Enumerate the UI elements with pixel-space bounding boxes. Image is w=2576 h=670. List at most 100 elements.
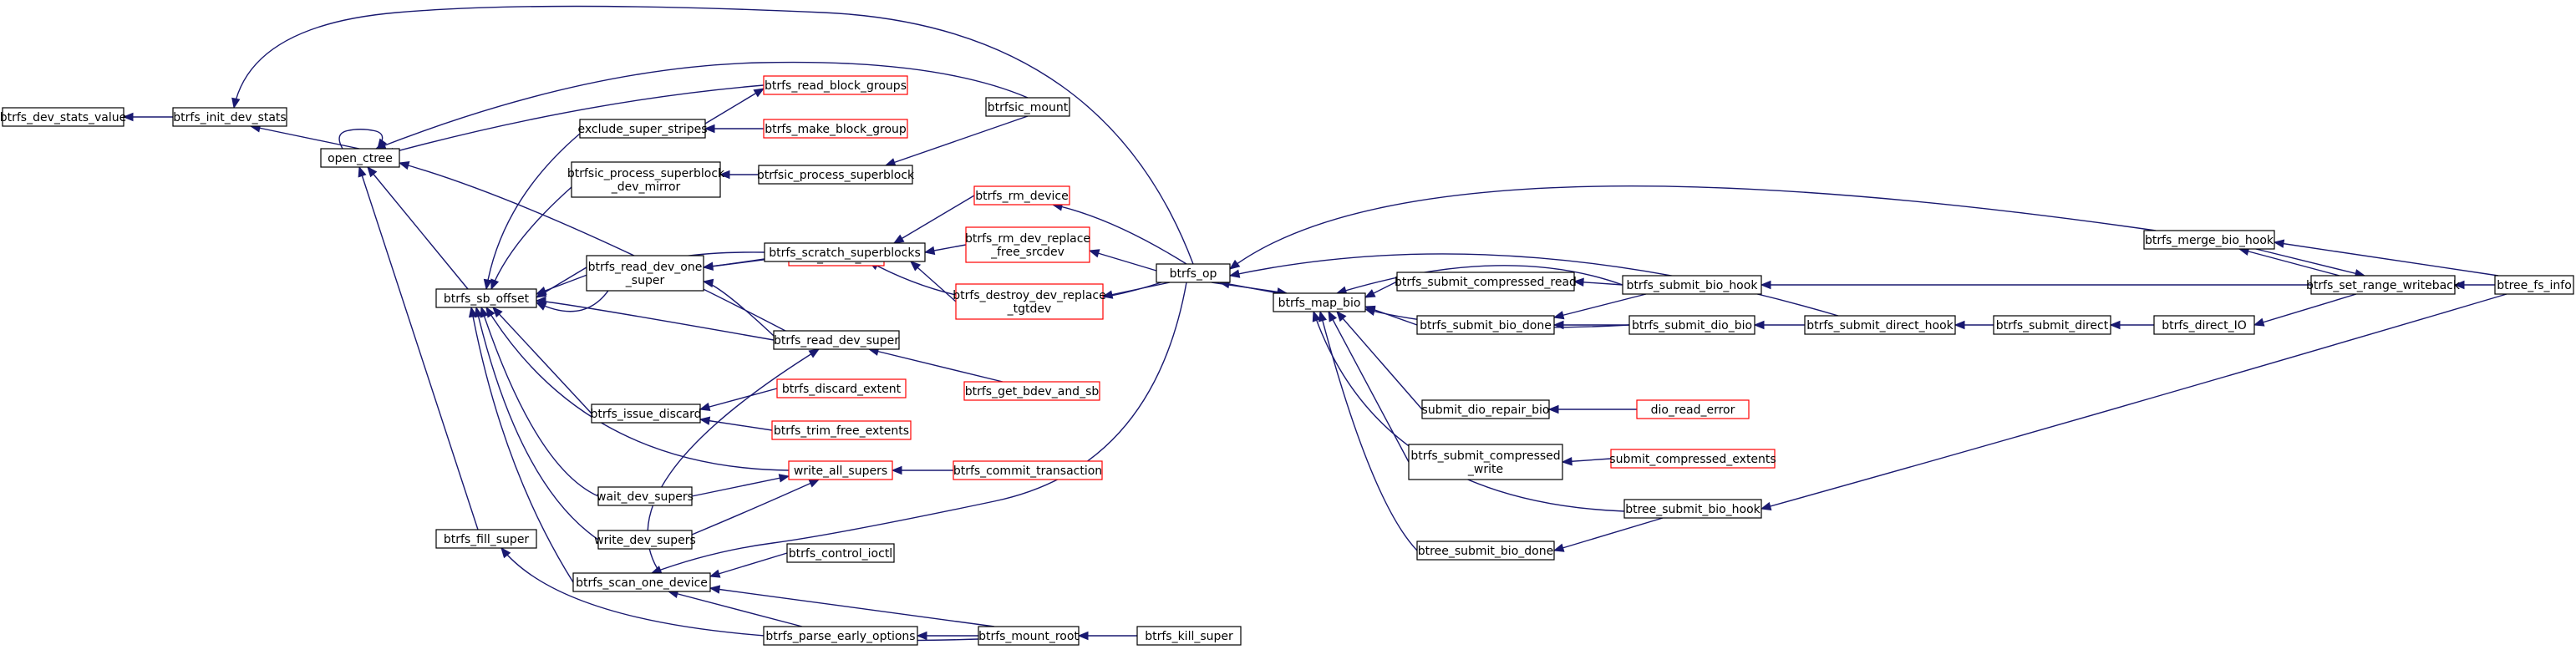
call-edge — [704, 88, 765, 124]
call-edge — [231, 5, 1194, 265]
edge-line — [338, 129, 384, 150]
function-node-dio-read-error[interactable]: dio_read_error — [1636, 399, 1750, 419]
edge-arrowhead — [916, 631, 927, 641]
edge-arrowhead — [778, 474, 790, 483]
function-node-btrfs-scratch-superblocks[interactable]: btrfs_scratch_superblocks — [764, 242, 926, 262]
function-node-submit-compressed-extents[interactable]: submit_compressed_extents — [1609, 449, 1776, 469]
node-box — [1623, 499, 1762, 519]
function-node-btrfs-read-dev-one-super[interactable]: btrfs_read_dev_one_super — [586, 255, 704, 292]
edge-arrowhead — [535, 302, 547, 311]
node-box — [758, 165, 913, 185]
node-box — [776, 378, 907, 398]
function-node-btrfs-rm-device[interactable]: btrfs_rm_device — [973, 185, 1070, 206]
node-box — [1804, 315, 1956, 335]
function-node-btrfs-trim-free-extents[interactable]: btrfs_trim_free_extents — [771, 420, 912, 440]
edge-line — [233, 5, 1194, 265]
call-edge — [1336, 311, 1423, 410]
function-node-submit-dio-repair-bio[interactable]: submit_dio_repair_bio — [1421, 399, 1550, 419]
function-node-write-dev-supers[interactable]: write_dev_supers — [594, 530, 696, 550]
call-edge — [2453, 280, 2495, 290]
call-edge — [492, 307, 592, 414]
call-edge — [2273, 239, 2499, 277]
function-node-btrfs-sb-offset[interactable]: btrfs_sb_offset — [435, 288, 537, 308]
function-node-btrfs-discard-extent[interactable]: btrfs_discard_extent — [776, 378, 907, 398]
function-node-btrfs-map-bio[interactable]: btrfs_map_bio — [1273, 292, 1366, 312]
call-edge — [892, 195, 975, 244]
function-node-btrfs-submit-direct[interactable]: btrfs_submit_direct — [1993, 315, 2111, 335]
edge-line — [699, 388, 778, 410]
function-node-btree-fs-info[interactable]: btree_fs_info — [2494, 275, 2574, 295]
function-node-btrfs-control-ioctl[interactable]: btrfs_control_ioctl — [786, 543, 895, 563]
call-edge — [910, 261, 957, 302]
function-node-write-all-supers[interactable]: write_all_supers — [788, 460, 893, 480]
edge-arrowhead — [1364, 289, 1376, 298]
function-node-btrfs-submit-bio-hook[interactable]: btrfs_submit_bio_hook — [1622, 275, 1762, 295]
function-node-exclude-super-stripes[interactable]: exclude_super_stripes — [577, 119, 708, 139]
edge-arrowhead — [1561, 456, 1573, 466]
node-box — [1416, 315, 1555, 335]
function-node-btrfs-kill-super[interactable]: btrfs_kill_super — [1136, 626, 1242, 646]
function-node-btrfs-init-dev-stats[interactable]: btrfs_init_dev_stats — [172, 107, 287, 127]
function-node-open-ctree[interactable]: open_ctree — [320, 148, 400, 168]
edge-arrowhead — [535, 288, 547, 298]
function-node-btrfsic-process-superblock-dev-mirror[interactable]: btrfsic_process_superblock_dev_mirror — [567, 161, 725, 198]
edge-line — [384, 84, 765, 155]
node-label: btrfs_parse_early_options — [765, 630, 915, 643]
function-node-btrfs-parse-early-options[interactable]: btrfs_parse_early_options — [763, 626, 918, 646]
function-node-btrfs-dev-stats-value[interactable]: btrfs_dev_stats_value — [0, 107, 126, 127]
function-node-btrfs-commit-transaction[interactable]: btrfs_commit_transaction — [953, 460, 1103, 480]
function-node-btrfs-submit-compressed-read[interactable]: btrfs_submit_compressed_read — [1395, 272, 1577, 292]
edge-arrowhead — [704, 124, 715, 134]
node-label: btrfs_scan_one_device — [576, 576, 708, 590]
function-node-btrfs-read-block-groups[interactable]: btrfs_read_block_groups — [763, 75, 908, 95]
node-label: wait_dev_supers — [597, 490, 694, 504]
call-edge — [483, 133, 581, 291]
node-box — [1610, 449, 1776, 469]
node-label: btrfs_rm_device — [975, 190, 1069, 203]
call-edge — [884, 115, 1029, 167]
edge-arrowhead — [1573, 277, 1584, 287]
node-box — [763, 75, 908, 95]
function-node-btrfs-op[interactable]: btrfs_op — [1156, 263, 1231, 283]
function-node-btrfs-set-range-writeback[interactable]: btrfs_set_range_writeback — [2306, 275, 2461, 295]
function-node-btrfs-submit-compressed-write[interactable]: btrfs_submit_compressed_write — [1408, 444, 1563, 480]
function-node-btrfs-scan-one-device[interactable]: btrfs_scan_one_device — [572, 572, 711, 592]
function-node-btrfs-destroy-dev-replace-tgtdev[interactable]: btrfs_destroy_dev_replace_tgtdev — [953, 283, 1106, 320]
edge-line — [358, 166, 479, 530]
call-edge — [383, 84, 765, 157]
call-edge — [709, 552, 788, 578]
node-label: exclude_super_stripes — [577, 123, 707, 136]
edge-arrowhead — [702, 261, 714, 271]
function-node-btrfs-get-bdev-and-sb[interactable]: btrfs_get_bdev_and_sb — [963, 381, 1100, 401]
function-node-btrfs-mount-root[interactable]: btrfs_mount_root — [978, 626, 1080, 646]
function-node-btrfs-submit-bio-done[interactable]: btrfs_submit_bio_done — [1416, 315, 1555, 335]
function-node-btrfs-fill-super[interactable]: btrfs_fill_super — [435, 529, 537, 549]
node-box — [1628, 315, 1755, 335]
function-node-wait-dev-supers[interactable]: wait_dev_supers — [597, 486, 694, 506]
node-label: btrfs_issue_discard — [590, 408, 701, 421]
edge-arrowhead — [1753, 320, 1765, 330]
call-edge — [367, 165, 469, 290]
function-node-btrfs-make-block-group[interactable]: btrfs_make_block_group — [763, 119, 908, 139]
function-node-btrfs-rm-dev-replace-free-srcdev[interactable]: btrfs_rm_dev_replace_free_srcdev — [965, 226, 1090, 263]
edge-arrowhead — [231, 97, 241, 109]
function-node-btree-submit-bio-done[interactable]: btree_submit_bio_done — [1416, 541, 1555, 561]
function-node-btrfs-merge-bio-hook[interactable]: btrfs_merge_bio_hook — [2143, 230, 2275, 250]
call-edge — [1088, 249, 1157, 272]
function-node-btrfs-submit-dio-bio[interactable]: btrfs_submit_dio_bio — [1628, 315, 1755, 335]
function-node-btrfsic-process-superblock[interactable]: btrfsic_process_superblock — [757, 165, 915, 185]
edge-line — [1761, 293, 2507, 510]
function-node-btrfs-direct-IO[interactable]: btrfs_direct_IO — [2153, 315, 2255, 335]
edge-arrowhead — [892, 234, 905, 244]
node-label: _tgtdev — [1007, 302, 1052, 316]
call-edge — [916, 631, 978, 641]
function-node-btrfs-read-dev-super[interactable]: btrfs_read_dev_super — [773, 330, 900, 350]
node-label: dio_read_error — [1651, 404, 1735, 417]
edge-line — [2255, 248, 2365, 277]
function-node-btrfs-issue-discard[interactable]: btrfs_issue_discard — [590, 404, 702, 424]
function-node-btrfs-submit-direct-hook[interactable]: btrfs_submit_direct_hook — [1804, 315, 1956, 335]
function-node-btrfsic-mount[interactable]: btrfsic_mount — [985, 97, 1070, 117]
function-node-btree-submit-bio-hook[interactable]: btree_submit_bio_hook — [1623, 499, 1762, 519]
node-label: btree_submit_bio_hook — [1625, 503, 1761, 516]
call-edge — [1561, 456, 1612, 466]
